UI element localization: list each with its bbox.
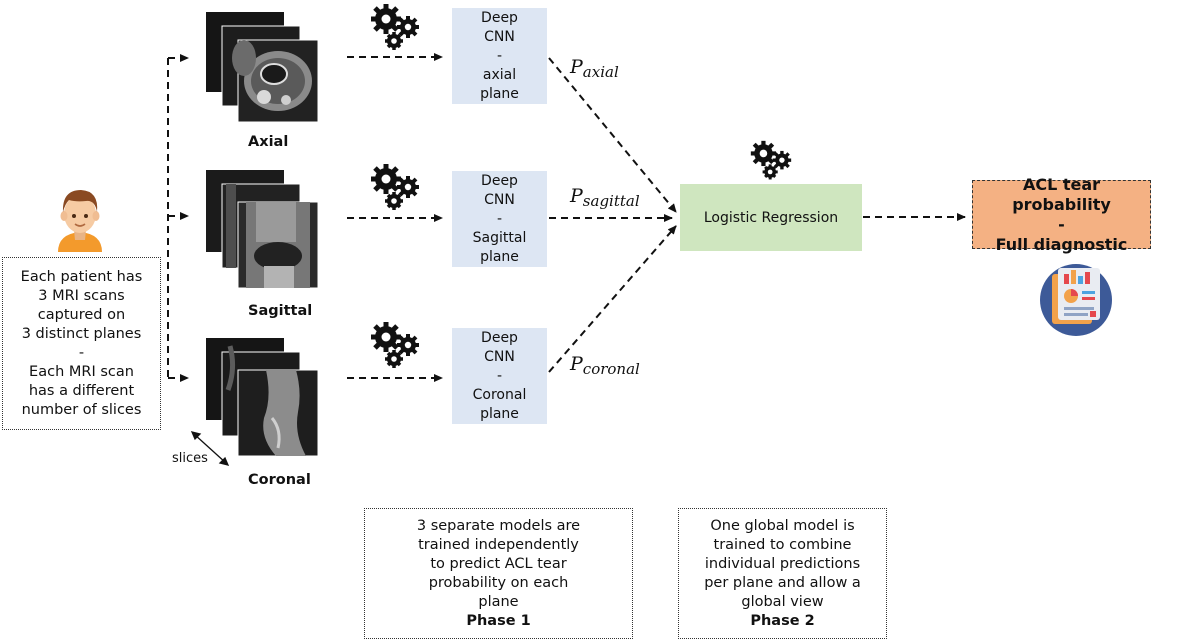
double-arrow-icon bbox=[190, 431, 230, 466]
phase1-title: Phase 1 bbox=[466, 612, 531, 629]
cnn-line: Deep bbox=[481, 9, 518, 26]
gears-icon bbox=[371, 322, 419, 368]
cnn-line: - bbox=[496, 367, 503, 384]
cnn-line: plane bbox=[480, 248, 519, 265]
p-symbol: P bbox=[570, 56, 583, 78]
note-line: trained to combine bbox=[713, 536, 852, 553]
gears-icon bbox=[750, 140, 792, 180]
cnn-line: plane bbox=[480, 405, 519, 422]
axial-mri-stack bbox=[206, 12, 318, 123]
patient-avatar-icon bbox=[58, 190, 102, 252]
gears-icon bbox=[371, 4, 419, 50]
note-line: 3 separate models are bbox=[416, 517, 581, 534]
coronal-mri-stack bbox=[206, 338, 318, 457]
note-line: has a different bbox=[28, 382, 135, 399]
cnn-line: CNN bbox=[484, 348, 515, 365]
cnn-line: Sagittal bbox=[472, 229, 527, 246]
output-line: ACL tear probability bbox=[1012, 174, 1111, 214]
note-line: Each MRI scan bbox=[29, 363, 134, 380]
sagittal-label: Sagittal bbox=[248, 303, 313, 319]
cnn-line: CNN bbox=[484, 191, 515, 208]
note-line: 3 MRI scans bbox=[38, 287, 125, 304]
cnn-sagittal-box: Deep CNN - Sagittal plane bbox=[452, 171, 547, 267]
note-line: per plane and allow a bbox=[704, 574, 861, 591]
phase2-note: One global model is trained to combine i… bbox=[678, 508, 887, 639]
note-line: 3 distinct planes bbox=[21, 325, 142, 342]
note-line: captured on bbox=[37, 306, 126, 323]
gears-icon bbox=[371, 164, 419, 210]
note-line: One global model is bbox=[710, 517, 855, 534]
cnn-line: Deep bbox=[481, 329, 518, 346]
cnn-line: CNN bbox=[484, 28, 515, 45]
logistic-regression-box: Logistic Regression bbox=[680, 184, 862, 251]
cnn-line: Coronal bbox=[472, 386, 527, 403]
note-line: plane bbox=[478, 593, 519, 610]
output-box: ACL tear probability - Full diagnostic bbox=[972, 175, 1151, 254]
p-axial-label: Paxial bbox=[570, 56, 619, 81]
note-line: number of slices bbox=[21, 401, 142, 418]
note-line: individual predictions bbox=[704, 555, 861, 572]
cnn-line: axial bbox=[482, 66, 517, 83]
p-subscript: sagittal bbox=[582, 192, 640, 210]
phase2-title: Phase 2 bbox=[750, 612, 815, 629]
output-line: - bbox=[1058, 214, 1065, 234]
phase1-note: 3 separate models are trained independen… bbox=[364, 508, 633, 639]
cnn-line: Deep bbox=[481, 172, 518, 189]
cnn-line: - bbox=[496, 210, 503, 227]
note-line: to predict ACL tear bbox=[430, 555, 567, 572]
note-line: Each patient has bbox=[20, 268, 143, 285]
patient-description-note: Each patient has 3 MRI scans captured on… bbox=[2, 257, 161, 430]
p-sagittal-label: Psagittal bbox=[570, 185, 640, 210]
slices-label: slices bbox=[172, 451, 208, 466]
note-line: - bbox=[78, 344, 85, 361]
cnn-line: plane bbox=[480, 85, 519, 102]
cnn-coronal-box: Deep CNN - Coronal plane bbox=[452, 328, 547, 424]
p-subscript: axial bbox=[582, 63, 619, 81]
note-line: probability on each bbox=[428, 574, 569, 591]
output-line: Full diagnostic bbox=[995, 234, 1128, 254]
axial-label: Axial bbox=[248, 134, 289, 150]
report-chart-icon bbox=[1040, 264, 1112, 336]
p-coronal-label: Pcoronal bbox=[570, 353, 640, 378]
p-symbol: P bbox=[570, 353, 583, 375]
p-subscript: coronal bbox=[582, 360, 640, 378]
note-line: trained independently bbox=[418, 536, 579, 553]
cnn-line: - bbox=[496, 47, 503, 64]
sagittal-mri-stack bbox=[206, 170, 318, 289]
coronal-label: Coronal bbox=[248, 472, 311, 488]
note-line: global view bbox=[741, 593, 824, 610]
cnn-axial-box: Deep CNN - axial plane bbox=[452, 8, 547, 104]
p-symbol: P bbox=[570, 185, 583, 207]
